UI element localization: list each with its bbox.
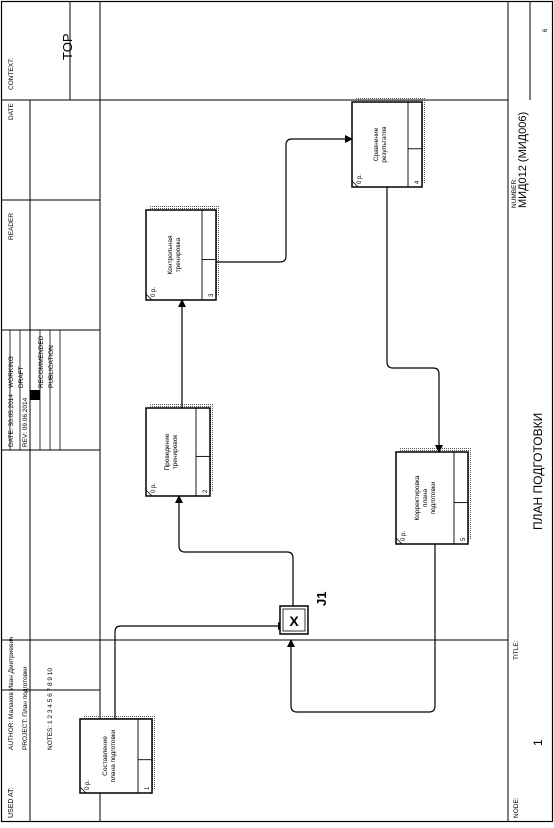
activity-cost: 0 р.	[357, 174, 363, 184]
activity-cost: 0 р.	[151, 287, 157, 297]
node-label: NODE:	[513, 797, 520, 818]
activity-label-line: плана	[422, 489, 429, 508]
activity-label-line: тренировка	[175, 237, 182, 272]
page-number: 6	[543, 28, 549, 32]
date2-label: DATE	[8, 102, 15, 120]
activity-label-line: плана подготовки	[110, 729, 117, 782]
activity-label-line: Контрольная	[167, 235, 174, 274]
context-label: CONTEXT:	[8, 58, 15, 90]
activity-label-line: результатов	[381, 126, 388, 163]
draft-marker	[30, 390, 40, 400]
working-label: WORKING	[8, 356, 15, 388]
arrow-1-to-junction	[114, 622, 286, 719]
recommended-label: RECOMMENDED	[38, 335, 45, 388]
activity-cost: 0 р.	[85, 780, 91, 790]
number-value: МИД012 (МИД006)	[517, 112, 529, 208]
author-text: AUTHOR: Малахов Иван Дмитриевич	[8, 637, 15, 751]
arrow-3-to-4	[216, 135, 353, 263]
activity-number: 2	[203, 489, 209, 493]
activity-number: 5	[461, 537, 467, 541]
arrow-5-to-junction	[287, 544, 436, 713]
draft-label: DRAFT	[18, 366, 25, 388]
used-at-label: USED AT:	[8, 787, 15, 818]
rev-text: REV: 09.06.2014	[22, 397, 29, 447]
activity-number: 4	[415, 180, 421, 184]
arrow-4-to-5	[386, 187, 443, 453]
activity-label-line: Корректировка	[414, 475, 421, 520]
arrows	[114, 135, 443, 719]
activity-number: 3	[209, 293, 215, 297]
activity-cost: 0 р.	[151, 483, 157, 493]
activity-label-line: Составление	[102, 736, 109, 776]
header-band	[2, 2, 509, 821]
title-value: ПЛАН ПОДГОТОВКИ	[531, 413, 545, 530]
number-label: NUMBER:	[511, 178, 518, 208]
activity-label-line: Проведение	[164, 433, 171, 470]
publication-label: PUBLICATION	[48, 345, 55, 388]
activity-label-line: Сравнение	[373, 127, 380, 161]
activity-label-line: тренировок	[172, 435, 179, 470]
junction-symbol: X	[289, 613, 299, 629]
node-value: 1	[531, 739, 545, 746]
notes-text: NOTES: 1 2 3 4 5 6 7 8 9 10	[47, 668, 54, 750]
project-text: PROJECT: План подготовки	[22, 666, 29, 750]
activity-label-line: подготовки	[430, 481, 437, 514]
title-label: TITLE:	[513, 640, 520, 660]
arrow-junction-to-2	[175, 495, 294, 606]
junction-j1: X J1	[279, 592, 329, 635]
activity-cost: 0 р.	[401, 531, 407, 541]
reader-label: READER	[8, 213, 15, 240]
junction-label: J1	[314, 592, 329, 606]
activity-number: 1	[145, 786, 151, 790]
context-top-text: TOP	[60, 34, 75, 61]
date-text: DATE: 30.05.2014	[8, 394, 15, 447]
